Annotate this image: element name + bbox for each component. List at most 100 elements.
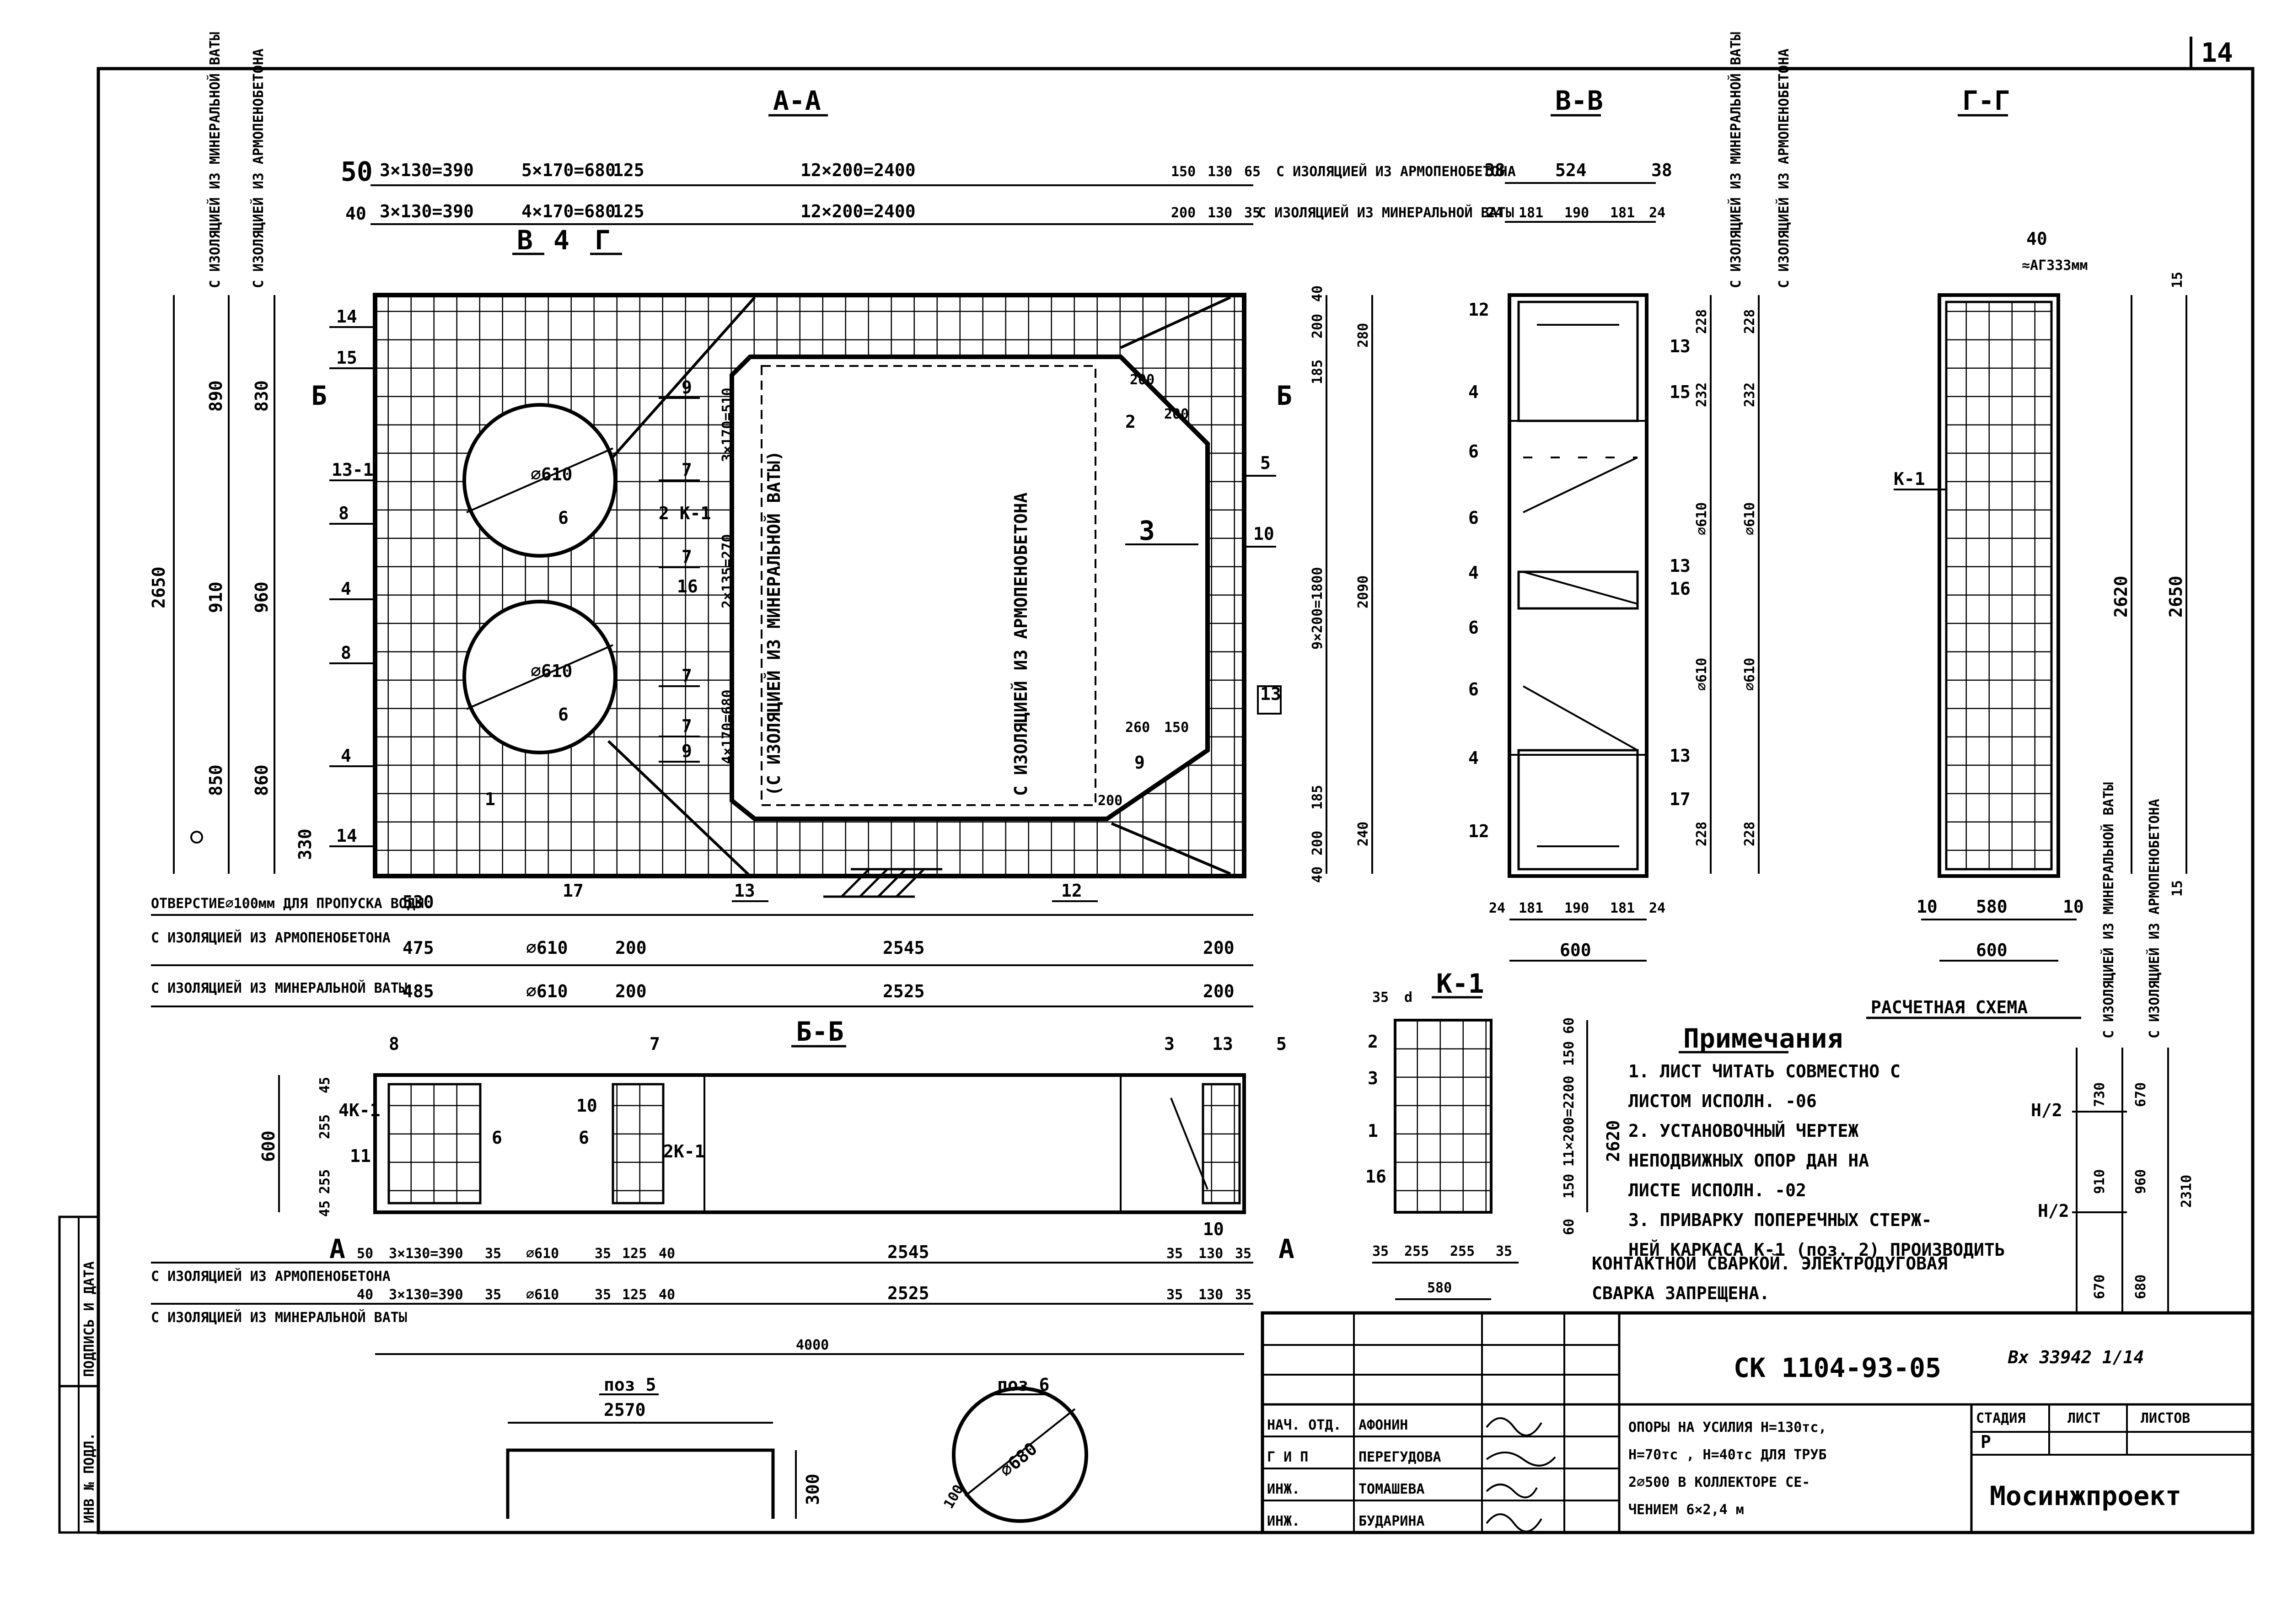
- pos5: поз 5 2570 300: [506, 1375, 823, 1519]
- b-label-top-4: 5: [1276, 1034, 1287, 1054]
- scheme-mark-1: Н/2: [2038, 1201, 2069, 1221]
- label-left-6: 4: [341, 746, 351, 766]
- top-dim-1-1: 3×130=390: [380, 160, 474, 180]
- inner-label-9: 3: [1139, 515, 1155, 546]
- k1-label-2: 1: [1368, 1121, 1378, 1141]
- circle-label-lower: 6: [558, 704, 569, 725]
- stamp-name-1: ПЕРЕГУДОВА: [1358, 1449, 1441, 1465]
- k1-dim-3: 150: [1561, 1041, 1577, 1066]
- top-dim-2-6: 130: [1208, 205, 1232, 221]
- inner-label-10: 2: [1125, 412, 1136, 432]
- b-row2-2: 35: [485, 1287, 501, 1303]
- scheme-title: РАСЧЕТНАЯ СХЕМА: [1871, 997, 2028, 1017]
- g-dim-2: 2650: [2166, 575, 2186, 618]
- b-row1-8: 35: [1166, 1246, 1183, 1262]
- bottom-row1-2: 200: [615, 938, 647, 958]
- top-dim-1-7: 65: [1244, 164, 1261, 180]
- frame-k1: К-1 35 d 2 3 1 16 60 2620 11×200=2200 15…: [1365, 968, 1623, 1300]
- b-label-left-0: 4К-1: [338, 1100, 381, 1120]
- k1-bottom-2: 255: [1450, 1243, 1475, 1259]
- right-dim-4: 9×200=1800: [1310, 567, 1326, 650]
- k1-dim-4: 150: [1561, 1174, 1577, 1199]
- b-row1-7: 2545: [887, 1242, 929, 1262]
- b-label-top-1: 7: [650, 1034, 660, 1054]
- scheme-col2-2: 680: [2133, 1274, 2149, 1299]
- bottom-row1-4: 200: [1203, 938, 1235, 958]
- k1-top-1: d: [1404, 989, 1412, 1006]
- bottom-row2-2: 200: [615, 981, 647, 1001]
- section-b-b: Б-Б 8 7 3 13 5 4К-1 11 10 6 2К-1 6 10 45…: [151, 1016, 1294, 1355]
- stamp-stage-label: СТАДИЯ: [1976, 1410, 2025, 1426]
- stamp-sheets-label: ЛИСТОВ: [2141, 1410, 2190, 1426]
- hole-note: ОТВЕРСТИЕ⌀100мм ДЛЯ ПРОПУСКА ВОДЫ.: [151, 896, 432, 912]
- inner-dim-6: 150: [1164, 720, 1189, 736]
- b-row2-4: 35: [595, 1287, 611, 1303]
- v-top2-0: 24: [1487, 205, 1503, 221]
- top-dim-1-0: 50: [341, 156, 373, 187]
- right-dim-0: 40: [1310, 285, 1326, 302]
- b-left-dim-4: 45: [317, 1200, 333, 1217]
- g-dim-3: 15: [2169, 880, 2185, 897]
- side-stamp-inv: ИНВ № ПОДЛ.: [81, 1432, 97, 1523]
- v-label-right-0: 13: [1670, 336, 1691, 356]
- inner-label-12: 1: [485, 789, 495, 809]
- b-row1-label: С ИЗОЛЯЦИЕЙ ИЗ АРМОПЕНОБЕТОНА: [151, 1268, 391, 1285]
- v-top2-3: 181: [1610, 205, 1635, 221]
- g-top: 40: [2026, 229, 2047, 249]
- b-row1-9: 130: [1198, 1246, 1223, 1262]
- v-top2-4: 24: [1649, 205, 1665, 221]
- stamp-name-3: БУДАРИНА: [1358, 1513, 1425, 1529]
- v-side-dim-2-8: 228: [1742, 822, 1758, 846]
- right-dim-2: 185: [1310, 360, 1326, 384]
- v-label-right-4: 13: [1670, 746, 1691, 766]
- pos6-diameter: ⌀680: [996, 1438, 1041, 1481]
- pos5-bar: [506, 1448, 775, 1519]
- notes-title: Примечания: [1683, 1023, 1843, 1054]
- title-b-b: Б-Б: [796, 1016, 844, 1047]
- scheme-header-1: С ИЗОЛЯЦИЕЙ ИЗ АРМОПЕНОБЕТОНА: [2146, 799, 2163, 1038]
- g-bottom2: 600: [1976, 940, 2008, 960]
- inner-dim-0: 3×170=510: [720, 387, 736, 462]
- label-left-1: 15: [336, 348, 357, 368]
- b-row2-0: 40: [357, 1287, 373, 1303]
- b-cut-left: А: [329, 1233, 345, 1264]
- left-header-1: С ИЗОЛЯЦИЕЙ ИЗ АРМОПЕНОБЕТОНА: [250, 48, 267, 288]
- note-5: 3. ПРИВАРКУ ПОПЕРЕЧНЫХ СТЕРЖ-: [1628, 1210, 1932, 1230]
- right-dim-5: 2090: [1355, 575, 1371, 608]
- sheet-number: 14: [2201, 37, 2233, 68]
- k1-total: 580: [1427, 1280, 1452, 1296]
- signature-1: [1486, 1452, 1556, 1467]
- label-left-3: 8: [338, 503, 349, 523]
- scheme-col1-2: 670: [2092, 1274, 2108, 1299]
- b-left-dim-0: 45: [317, 1077, 333, 1093]
- b-left-dim-2: 600: [258, 1130, 279, 1162]
- b-row2-10: 35: [1235, 1287, 1251, 1303]
- inner-label-11: 9: [1134, 753, 1145, 773]
- left-dim-1: 890: [206, 380, 226, 412]
- title-v-v: В-В: [1555, 85, 1603, 116]
- inner-dim-7: 200: [1098, 793, 1122, 809]
- v-top2-1: 181: [1519, 205, 1543, 221]
- g-bottom1-2: 10: [2063, 897, 2084, 917]
- k1-label-3: 16: [1365, 1167, 1386, 1187]
- k1-dim-0: 60: [1561, 1017, 1577, 1034]
- stamp-title-0: ОПОРЫ НА УСИЛИЯ Н=130тс,: [1628, 1420, 1826, 1436]
- label-left-5: 8: [341, 643, 351, 663]
- bottom-row1-3: 2545: [883, 938, 925, 958]
- v-side-dim-1-4: ⌀610: [1694, 502, 1710, 535]
- inner-dim-4: 200: [1164, 406, 1189, 422]
- diameter-lower: ⌀610: [531, 661, 573, 681]
- v-top2-2: 190: [1564, 205, 1589, 221]
- scheme-col1-0: 730: [2092, 1082, 2108, 1107]
- b-label-left-1: 11: [350, 1146, 371, 1166]
- b-row2-3: ⌀610: [526, 1287, 559, 1303]
- scheme-total: 2310: [2179, 1175, 2195, 1208]
- section-a-a: А-А ⌀610 ⌀610 6 6 50 3×130=390 5×170=68: [149, 32, 1516, 1007]
- v-side-dim-1-2: 232: [1694, 382, 1710, 407]
- b-label-top-2: 3: [1164, 1034, 1175, 1054]
- b-left-dim-1: 255: [317, 1114, 333, 1139]
- stamp-stage: Р: [1981, 1432, 1991, 1452]
- v-side-dim-1-1: 228: [1694, 309, 1710, 334]
- left-dim-4: 830: [252, 380, 272, 412]
- b-row1-10: 35: [1235, 1246, 1251, 1262]
